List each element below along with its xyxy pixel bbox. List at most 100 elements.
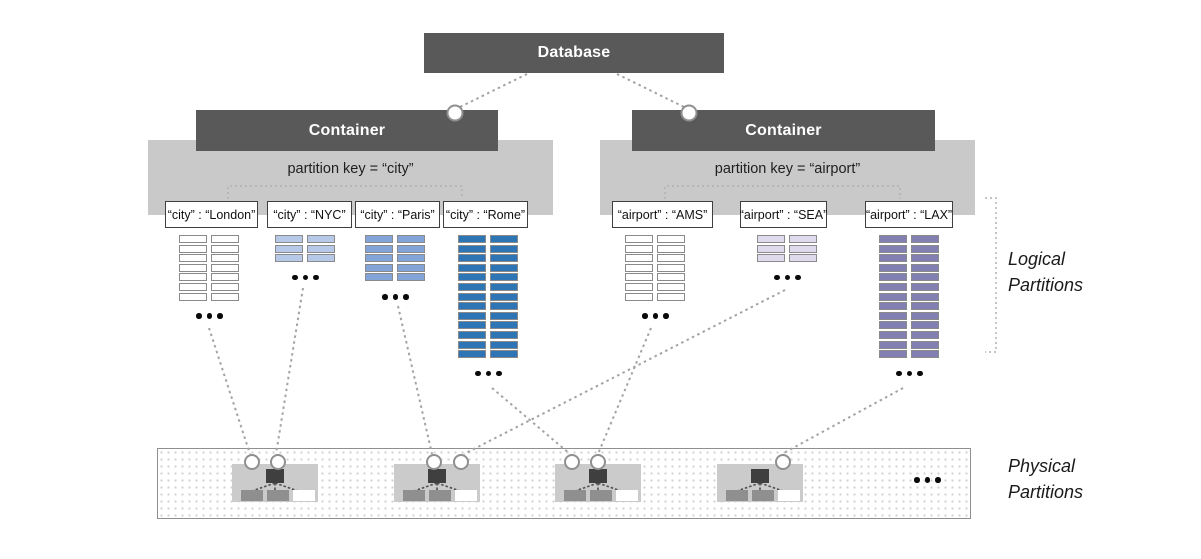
document-item	[275, 235, 303, 243]
document-item	[911, 235, 939, 243]
document-item	[458, 340, 486, 349]
document-item	[879, 254, 907, 263]
document-item	[458, 273, 486, 282]
document-item	[365, 244, 393, 253]
document-item	[490, 254, 518, 263]
document-item	[397, 273, 425, 282]
document-item	[789, 254, 817, 263]
physical-partition-machine	[555, 464, 641, 502]
document-item	[911, 282, 939, 291]
document-item	[879, 321, 907, 330]
machine-tree-icon	[241, 469, 315, 501]
document-stack	[365, 235, 425, 283]
dot	[217, 313, 223, 319]
container-label: Container	[308, 121, 386, 139]
document-item	[625, 273, 653, 282]
document-item	[458, 350, 486, 359]
document-item	[179, 235, 207, 243]
logical-partition-label: “city” : “London”	[165, 201, 258, 228]
dot	[475, 370, 481, 377]
dot	[896, 370, 902, 377]
dot	[313, 274, 319, 281]
document-item	[179, 254, 207, 263]
physical-partition-machine	[232, 464, 318, 502]
dot	[302, 274, 308, 281]
document-item	[879, 273, 907, 282]
dot	[652, 313, 658, 319]
dot	[784, 274, 790, 281]
document-item	[625, 292, 653, 301]
logical-partitions-annotation: Logical Partitions	[1008, 249, 1084, 295]
document-item	[625, 263, 653, 272]
document-item	[911, 292, 939, 301]
document-item	[657, 235, 685, 243]
partition-key-caption-airport: partition key = “airport”	[714, 161, 861, 177]
database-node: Database	[424, 33, 724, 73]
document-item	[757, 254, 785, 263]
more-documents-dots	[774, 274, 801, 281]
document-item	[879, 302, 907, 311]
dot	[917, 370, 923, 377]
dot	[935, 477, 941, 483]
wire-paris-machine2	[397, 305, 433, 455]
dot	[642, 313, 648, 319]
physical-partition-machine	[717, 464, 803, 502]
dot	[392, 294, 398, 300]
container-node-airport: Container	[632, 110, 935, 151]
document-item	[490, 244, 518, 253]
document-item	[911, 254, 939, 263]
document-stack	[879, 235, 939, 360]
logical-partition-label: “airport” : “LAX”	[865, 201, 953, 228]
document-item	[211, 254, 239, 263]
document-item	[757, 244, 785, 253]
dot	[206, 313, 212, 319]
document-item	[179, 244, 207, 253]
dot	[924, 477, 930, 483]
document-item	[879, 292, 907, 301]
document-item	[179, 263, 207, 272]
dot	[382, 294, 388, 300]
document-item	[490, 292, 518, 301]
document-item	[879, 282, 907, 291]
document-item	[179, 282, 207, 291]
document-item	[625, 282, 653, 291]
document-item	[275, 254, 303, 263]
document-item	[879, 340, 907, 349]
document-item	[879, 350, 907, 359]
dot	[663, 313, 669, 319]
document-item	[789, 244, 817, 253]
document-item	[458, 330, 486, 339]
logical-partition-label: “city” : “Paris”	[355, 201, 440, 228]
document-item	[211, 244, 239, 253]
machine-tree-icon	[403, 469, 477, 501]
document-item	[911, 244, 939, 253]
document-stack	[275, 235, 335, 264]
document-item	[365, 235, 393, 243]
wire-lax-machine4	[781, 387, 904, 455]
document-stack	[625, 235, 685, 302]
logical-partition-label: “city” : “NYC”	[267, 201, 352, 228]
document-item	[911, 273, 939, 282]
document-item	[211, 292, 239, 301]
document-item	[911, 302, 939, 311]
document-item	[625, 235, 653, 243]
bracket-logical-partitions	[985, 197, 997, 353]
logical-partition-label: “airport” : “AMS”	[612, 201, 713, 228]
machine-tree-icon	[564, 469, 638, 501]
document-item	[625, 244, 653, 253]
document-item	[911, 350, 939, 359]
document-item	[397, 244, 425, 253]
document-item	[458, 321, 486, 330]
document-item	[211, 235, 239, 243]
more-documents-dots	[292, 274, 319, 281]
document-item	[307, 235, 335, 243]
document-item	[458, 263, 486, 272]
document-item	[657, 254, 685, 263]
document-stack	[179, 235, 239, 302]
dot	[496, 370, 502, 377]
physical-partitions-annotation: Physical Partitions	[1008, 456, 1084, 502]
document-item	[458, 254, 486, 263]
physical-partition-machine	[394, 464, 480, 502]
document-item	[490, 311, 518, 320]
document-item	[490, 340, 518, 349]
